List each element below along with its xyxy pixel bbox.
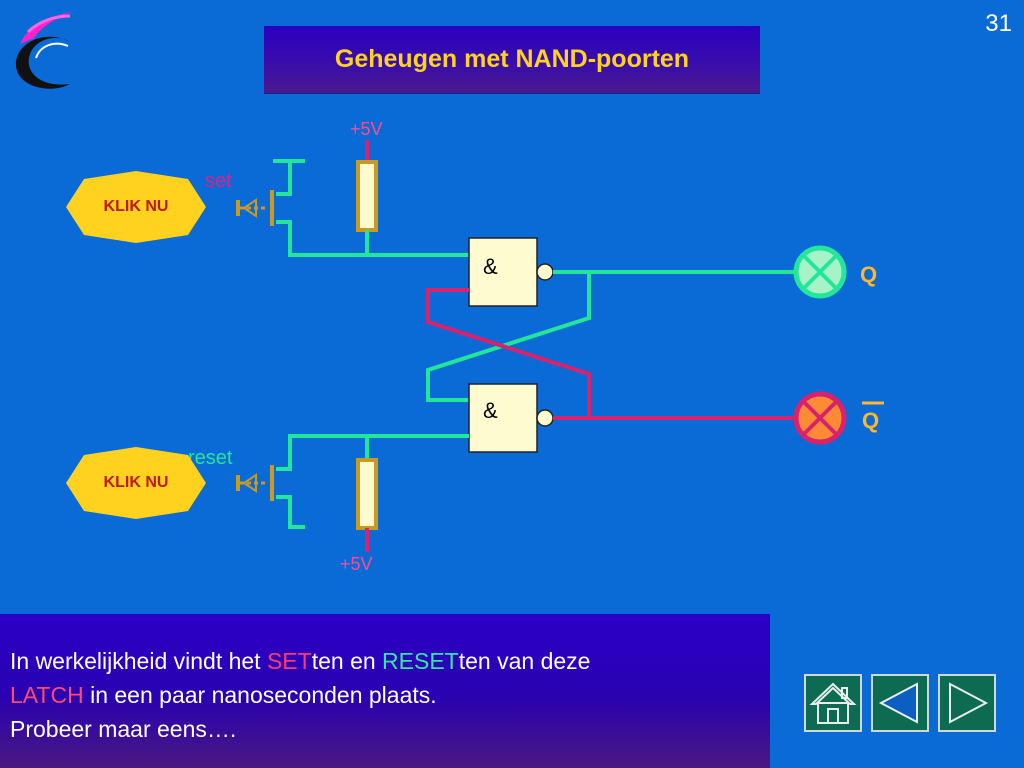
- reset-button-shape: [66, 447, 206, 519]
- page-number: 31: [985, 10, 1012, 37]
- set-label: set: [205, 170, 232, 192]
- page-title: Geheugen met NAND-poorten: [334, 45, 690, 73]
- output-qbar-label: Q: [862, 408, 879, 433]
- lamp-qbar-icon: [793, 391, 847, 445]
- home-icon: [809, 682, 857, 724]
- supply-bottom-label: +5V: [340, 554, 373, 574]
- info-text-part: ten van deze: [458, 648, 591, 674]
- set-button-label: KLIK NU: [103, 198, 169, 215]
- info-text-part: In werkelijkheid vindt het: [10, 648, 267, 674]
- reset-button[interactable]: KLIK NU: [66, 447, 206, 519]
- info-text: In werkelijkheid vindt het SETten en RES…: [10, 644, 760, 746]
- reset-label: reset: [188, 447, 233, 469]
- title-box: Geheugen met NAND-poorten: [264, 26, 760, 94]
- gate-bottom-symbol: &: [483, 398, 498, 423]
- triangle-left-icon: [878, 682, 918, 724]
- reset-switch-lower: [276, 495, 305, 529]
- reset-pushbutton-icon: [236, 473, 268, 493]
- nand-gate-top-bubble: [536, 263, 554, 281]
- gate-top-symbol: &: [483, 254, 498, 279]
- reset-input-wire: [276, 434, 469, 471]
- info-text-part: in een paar nanoseconden plaats.: [83, 682, 437, 708]
- logo: [15, 12, 72, 89]
- info-reset-word: RESET: [382, 648, 459, 674]
- set-switch-upper: [276, 161, 292, 196]
- nand-gate-bottom: [468, 383, 538, 453]
- set-button-shape: [66, 171, 206, 243]
- nand-gate-top: [468, 237, 538, 307]
- qbar-feedback-wire: [426, 288, 591, 418]
- info-set-word: SET: [266, 648, 312, 674]
- next-button[interactable]: [938, 674, 996, 732]
- set-switch-lower: [276, 220, 469, 257]
- resistor-bottom: [356, 458, 378, 530]
- output-q-label: Q: [860, 262, 877, 287]
- info-text-part: Probeer maar eens….: [10, 716, 237, 742]
- reset-button-label: KLIK NU: [103, 474, 169, 491]
- lamp-q-icon: [793, 245, 847, 299]
- resistor-top: [356, 160, 378, 232]
- home-button[interactable]: [804, 674, 862, 732]
- previous-button[interactable]: [871, 674, 929, 732]
- set-button[interactable]: KLIK NU: [66, 171, 206, 243]
- triangle-right-icon: [949, 682, 989, 724]
- q-feedback-wire: [426, 272, 591, 402]
- supply-top-label: +5V: [350, 119, 383, 139]
- info-box: In werkelijkheid vindt het SETten en RES…: [0, 614, 770, 768]
- info-text-part: ten en: [311, 648, 383, 674]
- set-pushbutton-icon: [236, 198, 268, 218]
- info-latch-word: LATCH: [10, 682, 84, 708]
- nand-latch-circuit: & &: [188, 119, 884, 574]
- nand-gate-bottom-bubble: [536, 409, 554, 427]
